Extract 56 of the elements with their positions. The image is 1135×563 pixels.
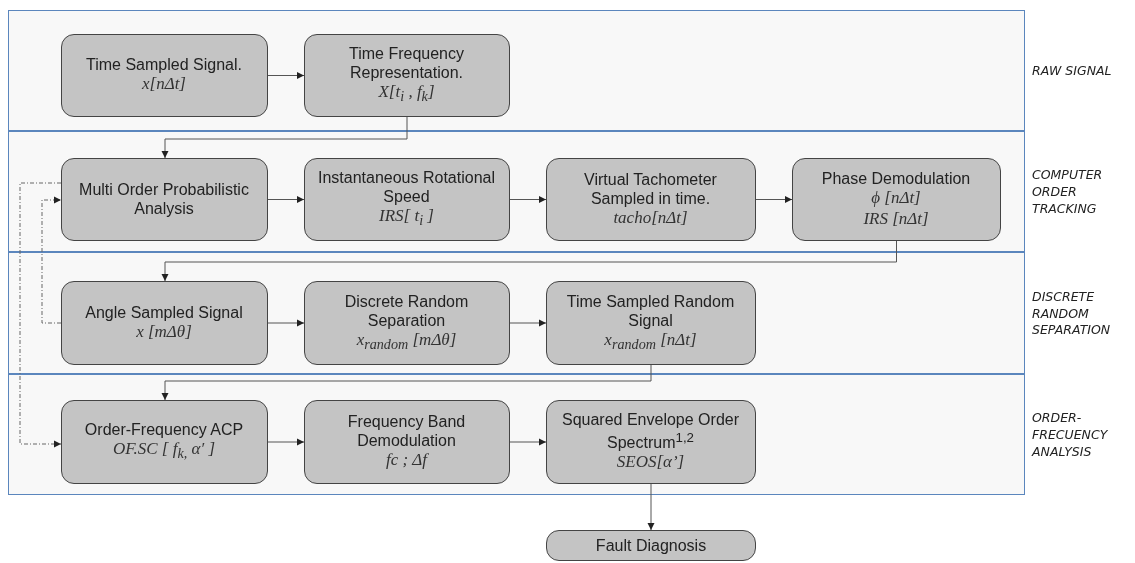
formula: ϕ [nΔt] bbox=[871, 188, 921, 209]
process-box bbox=[303, 399, 510, 484]
formula: OF.SC [ f$_{k,}$ α′ ] bbox=[113, 439, 215, 463]
process-box bbox=[546, 530, 756, 561]
arrow bbox=[509, 319, 547, 327]
section-label: COMPUTER ORDER TRACKING bbox=[1032, 167, 1104, 218]
step-title: Time Frequency Representation. bbox=[348, 44, 465, 83]
step-title: Virtual Tachometer Sampled in time. bbox=[583, 169, 718, 208]
section-label: ORDER-FRECUENCY ANALYSIS bbox=[1032, 410, 1109, 461]
process-box bbox=[60, 157, 268, 241]
step-title: Squared Envelope Order Spectrum$^{1,2}$ bbox=[561, 410, 740, 453]
process-box bbox=[545, 280, 756, 365]
arrow bbox=[41, 196, 62, 324]
arrow bbox=[161, 116, 408, 159]
step-title: Frequency Band Demodulation bbox=[346, 412, 467, 451]
formula: IRS[ t$_{i}$ ] bbox=[379, 206, 434, 230]
step-title: Discrete Random Separation bbox=[343, 291, 470, 330]
process-box bbox=[545, 157, 756, 241]
process-box bbox=[60, 399, 268, 484]
formula: x[nΔt] bbox=[142, 74, 186, 95]
formula: SEOS[α’] bbox=[616, 452, 685, 473]
step-title: Phase Demodulation bbox=[821, 169, 971, 189]
process-box bbox=[545, 399, 756, 484]
arrow bbox=[267, 196, 305, 203]
process-box bbox=[303, 157, 510, 241]
section-label: RAW SIGNAL bbox=[1032, 63, 1112, 80]
step-title: Time Sampled Signal. bbox=[86, 55, 242, 75]
arrow bbox=[509, 438, 547, 446]
process-box bbox=[303, 33, 510, 117]
step-title: Fault Diagnosis bbox=[595, 535, 707, 556]
formula: IRS [nΔt] bbox=[863, 208, 929, 229]
arrow bbox=[161, 364, 652, 401]
arrow bbox=[267, 72, 305, 79]
arrow bbox=[19, 182, 62, 448]
arrow bbox=[647, 483, 655, 531]
arrow bbox=[755, 196, 793, 203]
arrow bbox=[267, 319, 305, 327]
arrow bbox=[161, 240, 897, 282]
formula: x [mΔθ] bbox=[136, 321, 192, 343]
step-title: Instantaneous Rotational Speed bbox=[317, 168, 496, 207]
process-box bbox=[60, 33, 268, 117]
step-title: Angle Sampled Signal bbox=[85, 302, 243, 322]
step-title: Order-Frequency ACP bbox=[84, 420, 244, 440]
formula: tacho[nΔt] bbox=[613, 208, 688, 229]
section-label: DISCRETE RANDOM SEPARATION bbox=[1032, 288, 1112, 340]
process-box bbox=[303, 280, 510, 365]
formula: x$_{random}$ [mΔθ] bbox=[356, 330, 457, 354]
process-box bbox=[60, 280, 268, 365]
process-box bbox=[791, 157, 1001, 241]
formula: fc ; Δf bbox=[385, 450, 428, 471]
arrow bbox=[509, 196, 547, 203]
arrow bbox=[267, 438, 305, 446]
step-title: Multi Order Probabilistic Analysis bbox=[78, 179, 250, 219]
formula: X[t$_{i}$ , f$_{k}$] bbox=[378, 82, 435, 106]
step-title: Time Sampled Random Signal bbox=[565, 291, 736, 330]
formula: x$_{random}$ [nΔt] bbox=[604, 330, 697, 354]
